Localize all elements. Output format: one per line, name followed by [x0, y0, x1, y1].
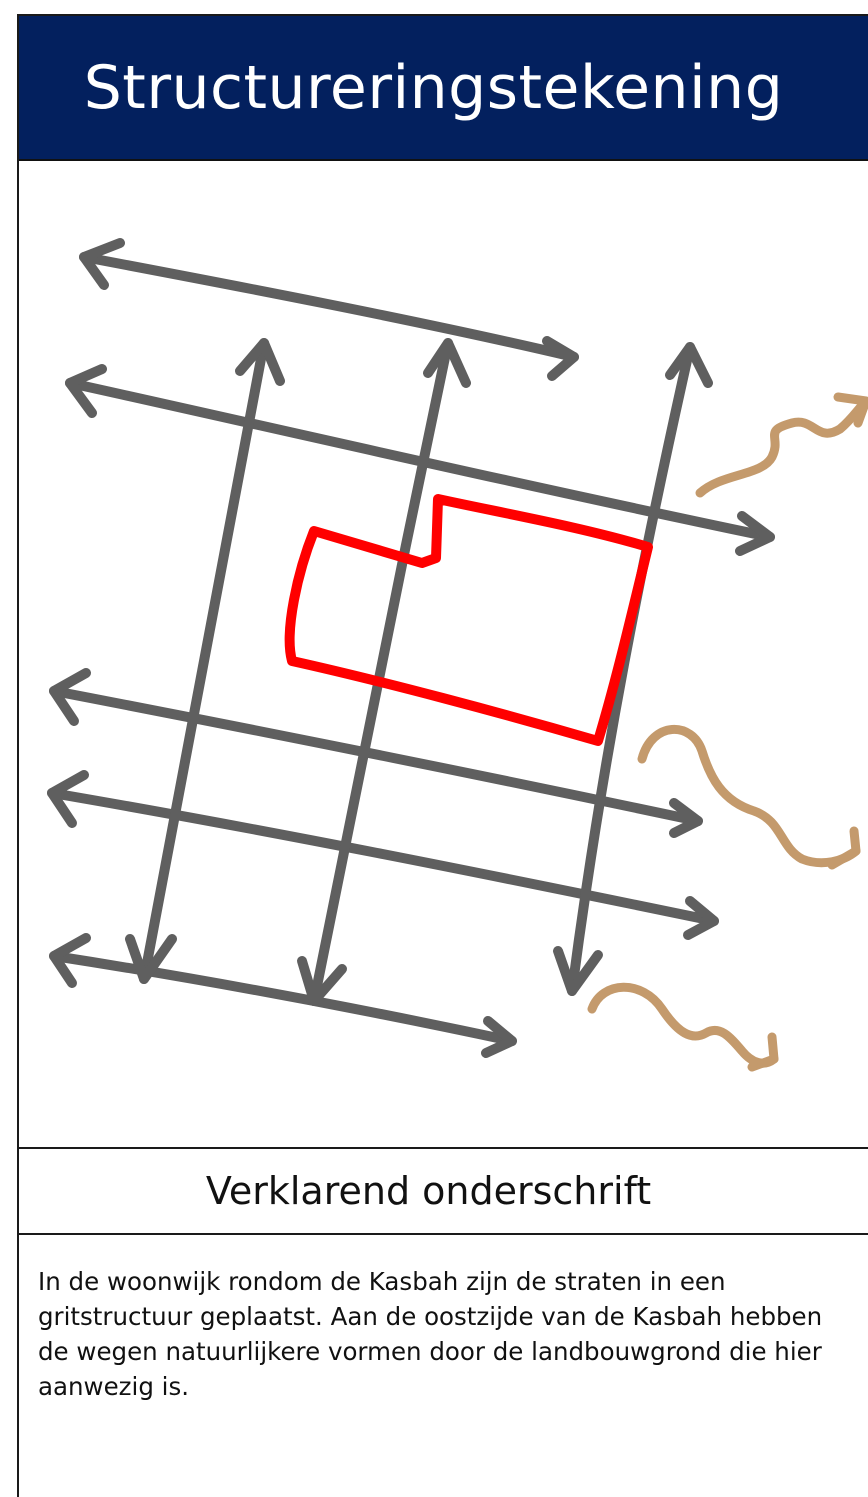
caption-heading-bar: Verklarend onderschrift — [19, 1147, 868, 1235]
site-outline — [290, 499, 648, 741]
structure-drawing — [2, 161, 868, 1146]
street-v3 — [558, 347, 708, 991]
street-v1 — [130, 343, 280, 979]
street-h5 — [54, 938, 512, 1053]
wavy-road-3 — [592, 987, 774, 1067]
title-bar: Structureringstekening — [19, 16, 868, 161]
street-h1 — [84, 243, 574, 376]
poster-frame: Structureringstekening — [17, 14, 868, 1497]
page-title: Structureringstekening — [84, 53, 784, 123]
horizontal-streets — [52, 243, 770, 1053]
caption-text: In de woonwijk rondom de Kasbah zijn de … — [38, 1264, 858, 1404]
caption-heading: Verklarend onderschrift — [206, 1169, 651, 1213]
wavy-road-1 — [700, 397, 866, 493]
natural-roads — [592, 397, 866, 1067]
wavy-road-2 — [642, 729, 856, 865]
